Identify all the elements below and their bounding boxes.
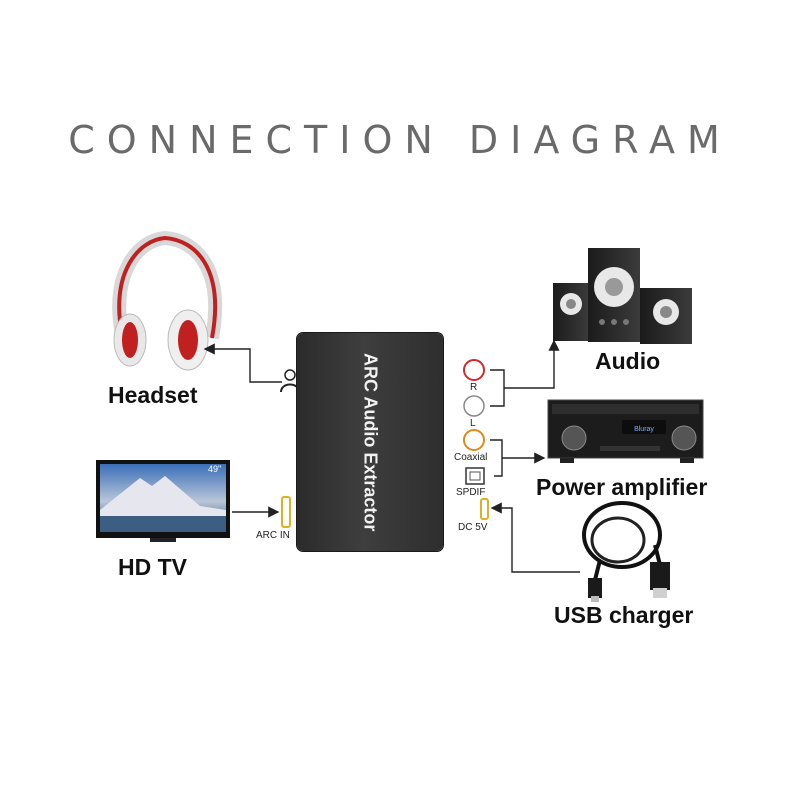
r-label: R: [470, 382, 478, 393]
usb-charger-label: USB charger: [554, 602, 694, 628]
device-ports: [280, 359, 489, 528]
speakers-image: [553, 248, 692, 344]
headset-image: [112, 230, 223, 371]
arc-in-port: [281, 496, 291, 528]
amp-bracket: [490, 439, 503, 477]
hdtv-label: HD TV: [118, 554, 187, 580]
spdif-label: SPDIF: [456, 487, 486, 498]
spdif-port: [465, 467, 485, 485]
arc-in-label: ARC IN: [256, 530, 290, 541]
connection-lines: [203, 339, 580, 573]
dc-label: DC 5V: [458, 522, 488, 533]
amplifier-image: Bluray: [547, 399, 704, 463]
l-label: L: [470, 418, 476, 429]
diagram-title: CONNECTION DIAGRAM: [68, 118, 732, 162]
audio-line: [504, 339, 560, 389]
dc-port: [480, 498, 489, 520]
amp-display: Bluray: [634, 426, 654, 433]
headset-label: Headset: [108, 382, 198, 408]
hdtv-image: 49": [96, 460, 230, 542]
rl-bracket: [490, 369, 505, 407]
coaxial-port: [463, 429, 485, 451]
coaxial-label: Coaxial: [454, 452, 488, 463]
l-port: [463, 395, 485, 417]
tv-badge: 49": [208, 464, 221, 474]
r-port: [463, 359, 485, 381]
arc-audio-extractor-device: [297, 333, 443, 551]
amplifier-label: Power amplifier: [536, 474, 708, 500]
headset-line: [203, 343, 282, 383]
usb-line: [490, 502, 580, 573]
audio-label: Audio: [595, 348, 661, 374]
usb-cable-image: [582, 501, 670, 602]
